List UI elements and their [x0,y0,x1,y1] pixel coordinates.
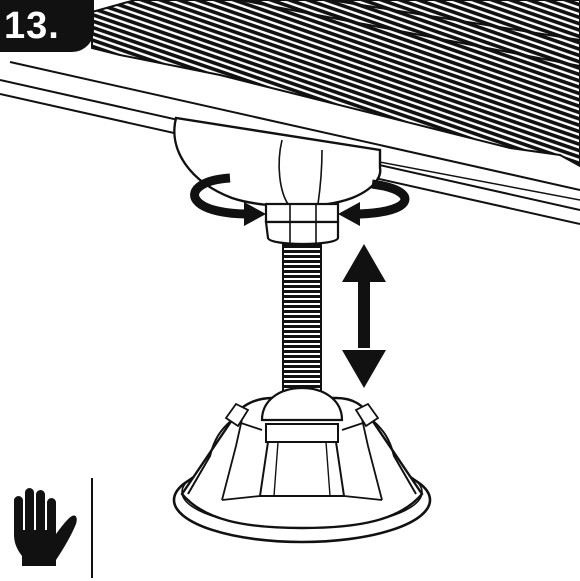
step-number: 13. [4,5,60,47]
step-badge: 13. [0,0,94,52]
rotate-arrows-icon [190,173,410,226]
lock-nut [264,202,340,246]
threaded-rod [282,243,322,395]
foot-base [172,386,432,544]
hand-icon [14,488,77,566]
up-down-arrow-icon [342,244,386,388]
